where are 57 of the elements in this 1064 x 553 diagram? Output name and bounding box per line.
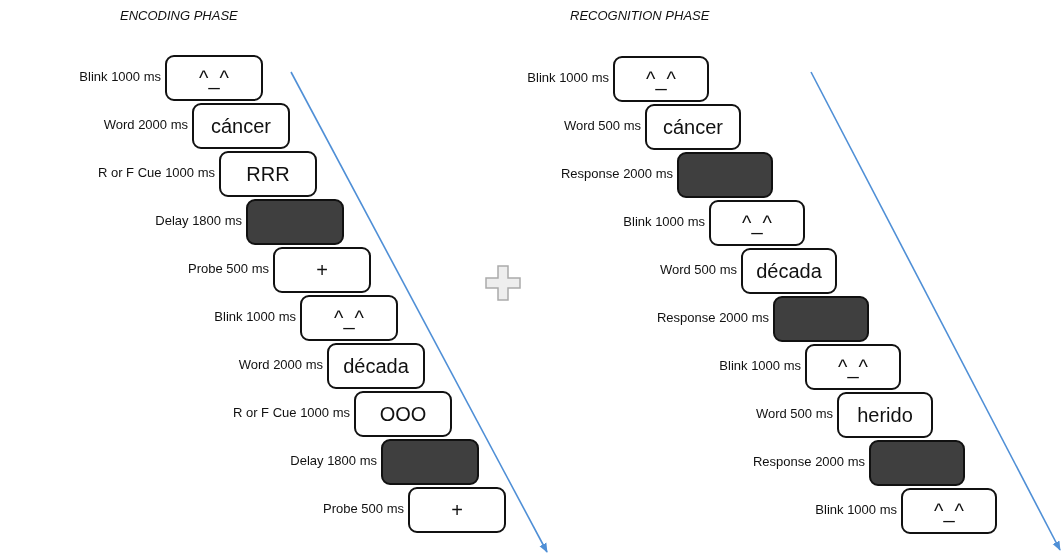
blank-screen	[246, 199, 344, 245]
screen-frame	[219, 151, 317, 197]
stimulus-text: ^_^	[838, 355, 868, 379]
stimulus-text: ^_^	[646, 67, 676, 91]
duration-label: Blink 1000 ms	[527, 70, 609, 85]
stimulus-text: ^_^	[334, 306, 364, 330]
stimulus-text: +	[451, 498, 463, 522]
stimulus-text: cáncer	[211, 114, 271, 138]
screen-frame	[645, 104, 741, 150]
duration-label: Response 2000 ms	[753, 454, 865, 469]
duration-label: Word 500 ms	[659, 262, 737, 277]
screen-frame	[192, 103, 290, 149]
screen-frame	[901, 488, 997, 534]
stimulus-text: OOO	[379, 402, 427, 426]
stimulus-text: ^_^	[934, 499, 964, 523]
blank-screen	[381, 439, 479, 485]
duration-label: Blink 1000 ms	[719, 358, 801, 373]
duration-label: Blink 1000 ms	[79, 69, 161, 84]
blank-screen	[773, 296, 869, 342]
screen-frame	[273, 247, 371, 293]
stimulus-text: herido	[857, 403, 913, 427]
duration-label: Blink 1000 ms	[815, 502, 897, 517]
blank-screen	[869, 440, 965, 486]
blank-screen	[677, 152, 773, 198]
screen-frame	[165, 55, 263, 101]
duration-label: Word 500 ms	[563, 118, 641, 133]
screen-frame	[327, 343, 425, 389]
duration-label: Word 500 ms	[755, 406, 833, 421]
screen-frame	[709, 200, 805, 246]
stimulus-text: ^_^	[742, 211, 772, 235]
phase-heading: ENCODING PHASE	[120, 8, 238, 23]
screen-frame	[354, 391, 452, 437]
screen-frame	[613, 56, 709, 102]
stimulus-text: ^_^	[199, 66, 229, 90]
stimulus-text: +	[316, 258, 328, 282]
duration-label: R or F Cue 1000 ms	[97, 165, 215, 180]
stimulus-text: década	[756, 259, 822, 283]
screen-frame	[805, 344, 901, 390]
duration-label: Probe 500 ms	[188, 261, 269, 276]
duration-label: Delay 1800 ms	[290, 453, 377, 468]
duration-label: Word 2000 ms	[238, 357, 323, 372]
duration-label: Word 2000 ms	[103, 117, 188, 132]
duration-label: Blink 1000 ms	[623, 214, 705, 229]
stimulus-text: RRR	[246, 162, 290, 186]
screen-frame	[408, 487, 506, 533]
phase-heading: RECOGNITION PHASE	[570, 8, 710, 23]
duration-label: Response 2000 ms	[561, 166, 673, 181]
stimulus-text: década	[343, 354, 409, 378]
duration-label: Probe 500 ms	[323, 501, 404, 516]
screen-frame	[741, 248, 837, 294]
screen-frame	[837, 392, 933, 438]
duration-label: Response 2000 ms	[657, 310, 769, 325]
duration-label: R or F Cue 1000 ms	[232, 405, 350, 420]
stimulus-text: cáncer	[663, 115, 723, 139]
duration-label: Delay 1800 ms	[155, 213, 242, 228]
duration-label: Blink 1000 ms	[214, 309, 296, 324]
screen-frame	[300, 295, 398, 341]
